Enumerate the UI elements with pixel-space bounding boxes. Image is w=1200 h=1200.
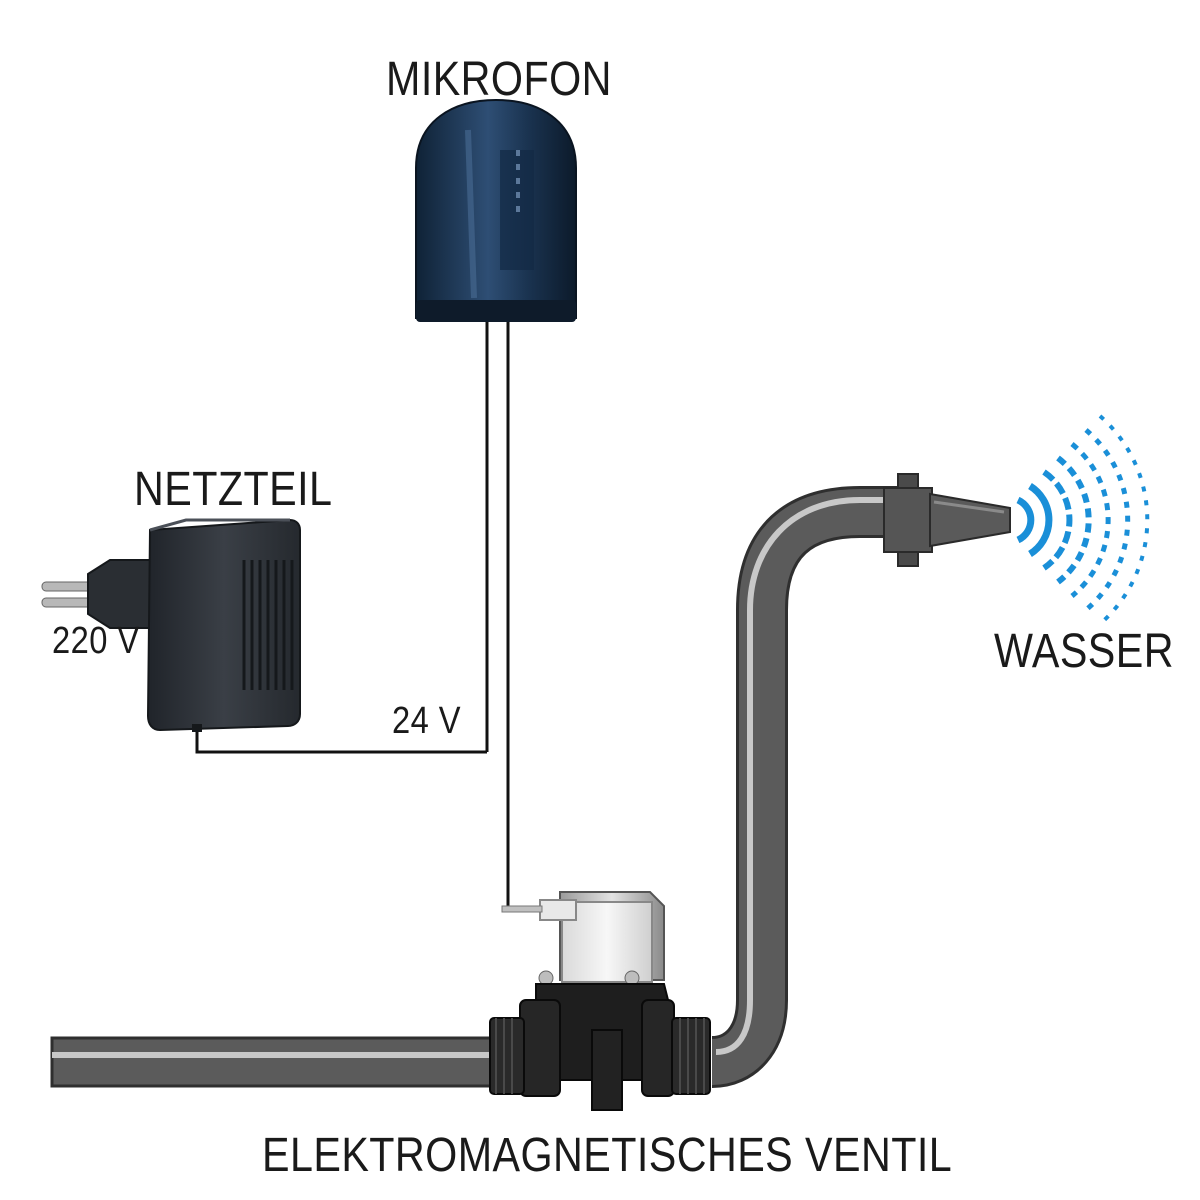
valve-label: ELEKTROMAGNETISCHES VENTIL (262, 1129, 953, 1182)
power-supply-device (41, 518, 301, 732)
nozzle (883, 473, 1011, 567)
solenoid-valve-device (489, 891, 711, 1111)
microphone-device (415, 98, 577, 322)
power-supply-label: NETZTEIL (134, 463, 333, 516)
mains-voltage-label: 220 V (52, 620, 140, 662)
water-label: WASSER (994, 625, 1174, 678)
pipe (50, 486, 900, 1088)
microphone-label: MIKROFON (386, 53, 612, 106)
water-spray-icon (1016, 414, 1150, 626)
output-voltage-label: 24 V (392, 700, 461, 742)
